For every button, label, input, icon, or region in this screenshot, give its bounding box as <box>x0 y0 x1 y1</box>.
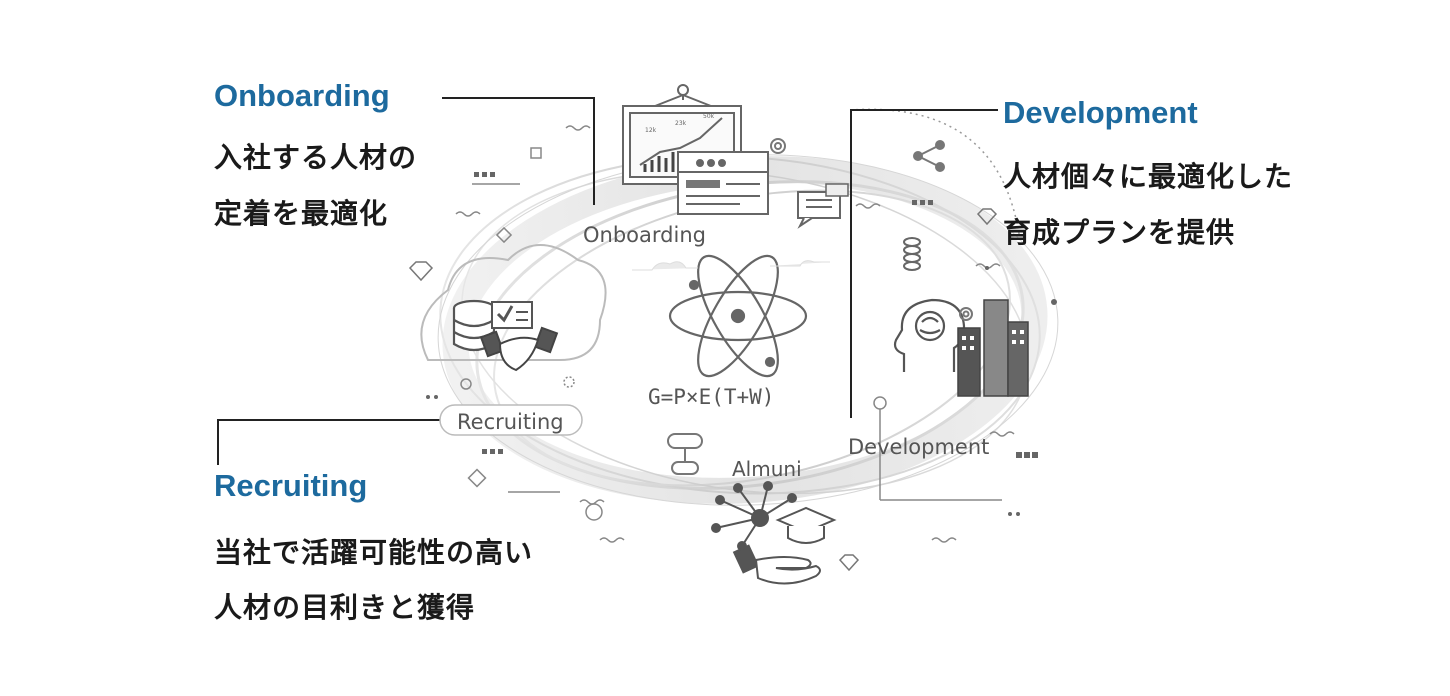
chart-tick-label: 12k <box>645 127 657 134</box>
share-icon <box>913 140 945 172</box>
recruiting-pill <box>439 404 583 436</box>
spring-coil-icon <box>903 237 921 271</box>
cloud-icon <box>632 261 698 271</box>
development-heading: Development <box>1003 95 1198 130</box>
hand-icon <box>732 544 821 585</box>
label-alumni: Almuni <box>732 457 802 481</box>
flowchart-icon <box>667 433 703 475</box>
recruiting-description-line: 人材の目利きと獲得 <box>214 591 476 624</box>
onboarding-description-line: 入社する人材の <box>214 141 418 174</box>
cloud-icon <box>770 260 830 267</box>
label-recruiting: Recruiting <box>457 410 564 434</box>
chart-tick-label: 23k <box>675 120 687 127</box>
checklist-icon <box>491 301 533 329</box>
onboarding-heading: Onboarding <box>214 78 390 113</box>
browser-window-icon <box>677 151 769 215</box>
diamond-icon <box>408 208 998 572</box>
network-hub-icon <box>711 481 797 551</box>
development-description-line: 人材個々に最適化した <box>1003 160 1294 193</box>
cloud-icon <box>420 244 607 361</box>
chart-tick-label: 50k <box>703 113 715 120</box>
handshake-icon <box>479 326 559 372</box>
decorative-dots <box>426 172 1057 516</box>
buildings-icon <box>957 299 1029 397</box>
callout-connectors <box>217 97 998 465</box>
chat-bubble-icon <box>797 191 841 229</box>
recruiting-heading: Recruiting <box>214 468 368 503</box>
label-onboarding: Onboarding <box>583 223 706 247</box>
decorative-marks <box>455 125 1015 543</box>
onboarding-description-line: 定着を最適化 <box>214 197 389 230</box>
graduation-cap-icon <box>775 506 837 544</box>
chat-bubble-small <box>825 183 849 197</box>
gear-icon <box>959 307 973 321</box>
gear-icon <box>770 138 786 154</box>
label-development: Development <box>848 435 989 459</box>
brain-head-icon <box>893 298 966 372</box>
recruiting-description-line: 当社で活躍可能性の高い <box>214 536 534 569</box>
atom-icon <box>668 254 808 378</box>
formula: G=P×E(T+W) <box>648 385 774 409</box>
development-description-line: 育成プランを提供 <box>1003 216 1236 249</box>
